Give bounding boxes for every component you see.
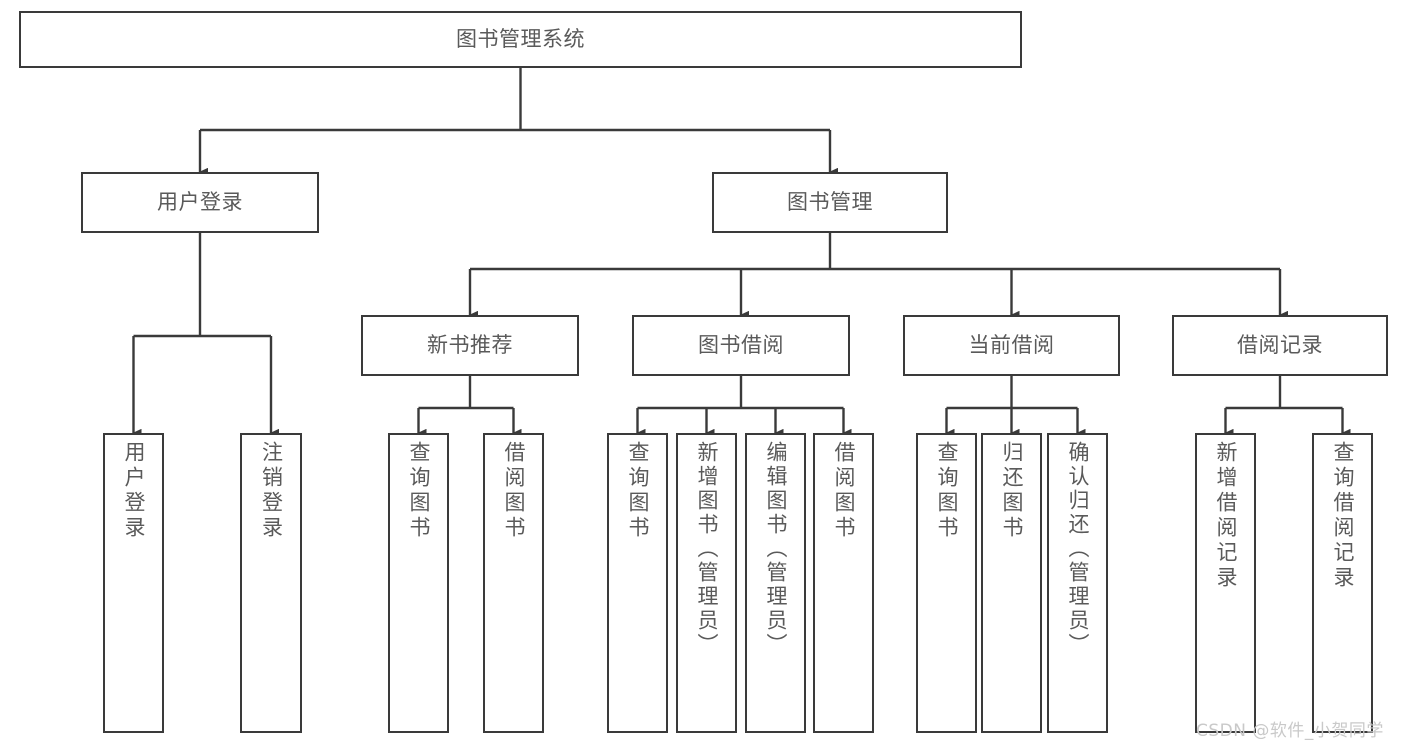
- node-label: 确认归还（管理员）: [1066, 441, 1090, 657]
- node-leaf-query-record[interactable]: 查询借阅记录: [1312, 433, 1373, 733]
- node-label: 新书推荐: [427, 333, 513, 358]
- node-leaf-query-book[interactable]: 查询图书: [607, 433, 668, 733]
- node-label: 借阅图书: [502, 441, 526, 541]
- node-leaf-edit-book[interactable]: 编辑图书（管理员）: [745, 433, 806, 733]
- node-leaf-confirm-return[interactable]: 确认归还（管理员）: [1047, 433, 1108, 733]
- node-current-borrow[interactable]: 当前借阅: [903, 315, 1120, 376]
- node-label: 借阅记录: [1237, 333, 1323, 358]
- node-label: 新增图书（管理员）: [695, 441, 719, 657]
- node-new-book-recommend[interactable]: 新书推荐: [361, 315, 579, 376]
- node-book-borrow[interactable]: 图书借阅: [632, 315, 850, 376]
- node-label: 新增借阅记录: [1214, 441, 1238, 591]
- node-label: 图书管理: [787, 190, 873, 215]
- node-leaf-query-book-cur[interactable]: 查询图书: [916, 433, 977, 733]
- node-leaf-borrow-book-rec[interactable]: 借阅图书: [483, 433, 544, 733]
- node-leaf-add-book[interactable]: 新增图书（管理员）: [676, 433, 737, 733]
- connector-lines: [132, 68, 1351, 438]
- node-label: 当前借阅: [968, 333, 1055, 358]
- node-label: 查询图书: [935, 441, 959, 541]
- node-user-login[interactable]: 用户登录: [81, 172, 319, 233]
- node-book-manage[interactable]: 图书管理: [712, 172, 948, 233]
- node-borrow-record[interactable]: 借阅记录: [1172, 315, 1388, 376]
- node-leaf-return-book[interactable]: 归还图书: [981, 433, 1042, 733]
- node-leaf-query-book-rec[interactable]: 查询图书: [388, 433, 449, 733]
- node-label: 查询图书: [626, 441, 650, 541]
- node-leaf-logout[interactable]: 注销登录: [240, 433, 302, 733]
- node-root[interactable]: 图书管理系统: [19, 11, 1022, 68]
- node-label: 归还图书: [1000, 441, 1024, 541]
- node-label: 用户登录: [157, 190, 243, 215]
- node-label: 图书借阅: [698, 333, 784, 358]
- node-leaf-user-login[interactable]: 用户登录: [103, 433, 164, 733]
- node-label: 编辑图书（管理员）: [764, 441, 788, 657]
- node-label: 查询图书: [407, 441, 431, 541]
- node-label: 借阅图书: [832, 441, 856, 541]
- csdn-watermark: CSDN @软件_小贺同学: [1196, 721, 1384, 741]
- node-leaf-borrow-book[interactable]: 借阅图书: [813, 433, 874, 733]
- node-leaf-add-record[interactable]: 新增借阅记录: [1195, 433, 1256, 733]
- node-label: 查询借阅记录: [1331, 441, 1355, 591]
- node-label: 图书管理系统: [456, 27, 585, 52]
- node-label: 用户登录: [122, 441, 146, 541]
- node-label: 注销登录: [259, 441, 284, 541]
